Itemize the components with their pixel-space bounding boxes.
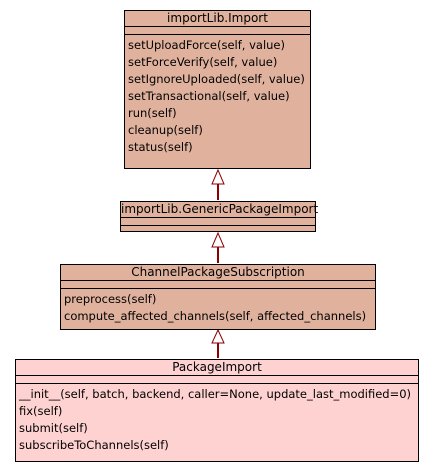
class-generic-package-import-operations xyxy=(121,226,315,232)
class-channel-package-subscription-attributes xyxy=(61,281,375,289)
class-import: importLib.Import setUploadForce(self, va… xyxy=(124,10,311,169)
operation: cleanup(self) xyxy=(128,123,203,137)
class-generic-package-import-name: importLib.GenericPackageImport xyxy=(121,202,319,218)
operation: subscribeToChannels(self) xyxy=(19,438,169,452)
operation: setForceVerify(self, value) xyxy=(128,55,278,69)
class-import-name: importLib.Import xyxy=(125,11,310,27)
operation: run(self) xyxy=(128,106,177,120)
operation: preprocess(self) xyxy=(64,292,157,306)
class-package-import-operations: __init__(self, batch, backend, caller=No… xyxy=(16,384,418,456)
operation: compute_affected_channels(self, affected… xyxy=(64,309,367,323)
class-package-import-name: PackageImport xyxy=(16,360,418,376)
class-channel-package-subscription: ChannelPackageSubscription preprocess(se… xyxy=(60,264,376,330)
inheritance-arrowhead-generic xyxy=(211,231,225,248)
class-channel-package-subscription-operations: preprocess(self) compute_affected_channe… xyxy=(61,289,375,327)
class-package-import: PackageImport __init__(self, batch, back… xyxy=(15,359,419,462)
operation: setIgnoreUploaded(self, value) xyxy=(128,72,305,86)
class-import-operations: setUploadForce(self, value) setForceVeri… xyxy=(125,35,310,158)
class-generic-package-import: importLib.GenericPackageImport xyxy=(120,201,319,232)
inheritance-arrowhead-import xyxy=(211,168,225,185)
operation: status(self) xyxy=(128,140,193,154)
class-package-import-attributes xyxy=(16,376,418,384)
operation: fix(self) xyxy=(19,404,63,418)
operation: setUploadForce(self, value) xyxy=(128,38,285,52)
operation: __init__(self, batch, backend, caller=No… xyxy=(19,387,412,401)
inheritance-arrowhead-channel xyxy=(211,328,225,344)
class-generic-package-import-attributes xyxy=(121,218,315,226)
operation: submit(self) xyxy=(19,421,88,435)
class-import-attributes xyxy=(125,27,310,35)
operation: setTransactional(self, value) xyxy=(128,89,290,103)
class-channel-package-subscription-name: ChannelPackageSubscription xyxy=(61,265,375,281)
